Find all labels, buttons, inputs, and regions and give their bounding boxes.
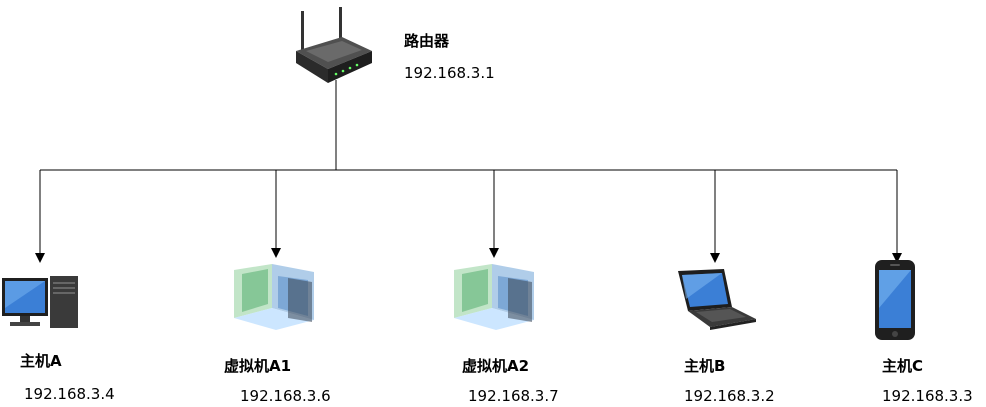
vm-a2-label: 虚拟机A2: [462, 357, 530, 375]
vm-a2-ip: 192.168.3.7: [468, 387, 559, 405]
host-c-label: 主机C: [882, 357, 924, 375]
host-c-ip: 192.168.3.3: [882, 387, 973, 405]
smartphone-icon: [875, 260, 915, 340]
host-b-label: 主机B: [684, 357, 726, 375]
desktop-computer-icon: [2, 276, 78, 328]
router-ip: 192.168.3.1: [404, 64, 495, 82]
router-icon: [296, 7, 372, 83]
virtual-machine-icon: [454, 264, 534, 330]
host-b-ip: 192.168.3.2: [684, 387, 775, 405]
host-a-ip: 192.168.3.4: [24, 385, 115, 403]
laptop-icon: [678, 269, 756, 330]
host-a-label: 主机A: [20, 352, 62, 370]
vm-a1-ip: 192.168.3.6: [240, 387, 331, 405]
vm-a1-label: 虚拟机A1: [224, 357, 292, 375]
virtual-machine-icon: [234, 264, 314, 330]
router-label: 路由器: [404, 32, 450, 50]
